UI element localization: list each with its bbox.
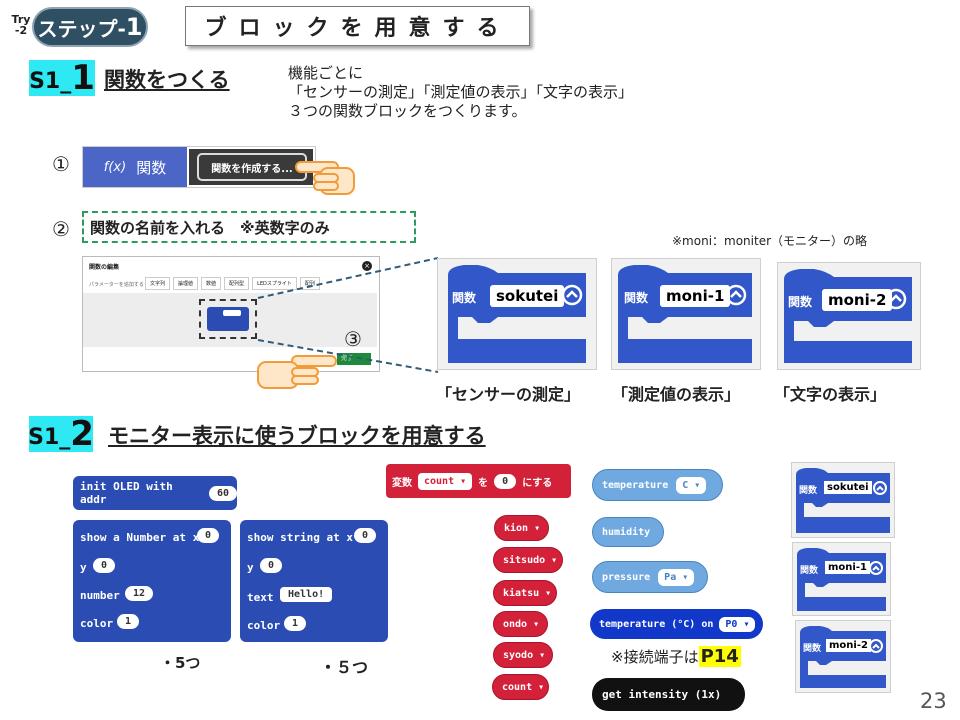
param-buttons: 文字列 論理値 数値 配列型 LEDスプライト 配列: [145, 277, 320, 290]
variable-dropdown[interactable]: count ▾: [418, 472, 473, 490]
section-tag-s1-1: S1_1: [29, 58, 95, 98]
pointing-hand-icon: [257, 355, 337, 389]
color-label: color: [80, 617, 114, 630]
text-input[interactable]: Hello!: [280, 587, 333, 602]
mini-function-moni-1: 関数 moni-1: [792, 542, 891, 616]
function-card-moni-2: 関数 moni-2: [777, 262, 921, 370]
color-input[interactable]: 1: [284, 616, 307, 631]
y-label: y: [80, 561, 87, 574]
function-keyword: 関数: [800, 566, 819, 576]
close-icon[interactable]: ×: [362, 261, 372, 271]
caption-value-display: 「測定値の表示」: [612, 385, 741, 404]
variable-pill[interactable]: kion ▾: [494, 515, 549, 541]
functions-category-label: 関数: [136, 158, 167, 177]
to-label: を: [478, 477, 489, 489]
page-title: ブロックを用意する: [185, 6, 530, 46]
page-number: 23: [920, 689, 947, 713]
x-input[interactable]: 0: [197, 528, 220, 543]
init-oled-block[interactable]: init OLED with addr 60: [73, 476, 237, 510]
pointing-hand-icon: [295, 161, 355, 195]
preview-highlight: [199, 299, 257, 339]
toolbox-panel: f(x) 関数 関数を作成する...: [82, 146, 316, 188]
unit-dropdown[interactable]: Pa ▾: [658, 568, 695, 586]
set-variable-block[interactable]: 変数 count ▾ を 0 にする: [386, 464, 571, 498]
name-instruction: 関数の名前を入れる ※英数字のみ: [82, 211, 416, 243]
variable-pill[interactable]: syodo ▾: [493, 642, 553, 668]
function-name-field[interactable]: moni-2: [826, 639, 871, 652]
step-marker-3: ③: [344, 327, 362, 351]
function-icon: f(x): [103, 159, 127, 175]
function-keyword: 関数: [803, 644, 822, 654]
variable-keyword: 変数: [392, 477, 412, 489]
variable-pill[interactable]: kiatsu ▾: [493, 580, 557, 606]
y-label: y: [247, 561, 254, 574]
function-name-field[interactable]: moni-1: [825, 561, 870, 574]
function-keyword: 関数: [788, 295, 813, 309]
count-note: ・5つ: [160, 654, 201, 672]
pressure-block[interactable]: pressure Pa ▾: [592, 561, 708, 593]
y-input[interactable]: 0: [93, 558, 116, 573]
connector-note: ※接続端子は P14: [611, 646, 741, 667]
step-marker-1: ①: [52, 152, 70, 176]
get-intensity-block[interactable]: get intensity (1x): [592, 678, 745, 711]
color-input[interactable]: 1: [117, 614, 140, 629]
block-text: init OLED with addr: [80, 480, 173, 506]
param-button[interactable]: 文字列: [145, 277, 171, 290]
function-name-field[interactable]: moni-1: [660, 285, 731, 307]
function-name-field[interactable]: sokutei: [824, 481, 872, 494]
humidity-block[interactable]: humidity: [592, 517, 664, 547]
section-tag-s1-2: S1_2: [28, 414, 94, 454]
done-button[interactable]: 完了: [337, 353, 371, 365]
function-keyword: 関数: [799, 486, 818, 496]
function-keyword: 関数: [452, 291, 477, 305]
variable-pill[interactable]: sitsudo ▾: [493, 547, 563, 573]
step-badge: ステップ-1: [32, 7, 148, 47]
show-number-block[interactable]: show a Number at x 0 y 0 number 12 color…: [73, 520, 231, 642]
show-string-block[interactable]: show string at x 0 y 0 text Hello! color…: [240, 520, 388, 642]
temperature-pin-block[interactable]: temperature (°C) on P0 ▾: [590, 609, 763, 639]
color-label: color: [247, 619, 281, 632]
section-heading-s1-1: 関数をつくる: [104, 68, 230, 92]
function-name-field[interactable]: sokutei: [490, 285, 565, 307]
mini-function-moni-2: 関数 moni-2: [795, 620, 891, 693]
function-name-field[interactable]: moni-2: [822, 289, 893, 311]
function-keyword: 関数: [624, 291, 649, 305]
section-heading-s1-2: モニター表示に使うブロックを用意する: [108, 424, 486, 448]
count-note: ・５つ: [320, 658, 369, 677]
text-label: text: [247, 591, 274, 604]
function-card-moni-1: 関数 moni-1: [611, 258, 761, 370]
step-marker-2: ②: [52, 217, 70, 241]
number-input[interactable]: 12: [125, 586, 154, 601]
x-input[interactable]: 0: [354, 528, 377, 543]
make-function-button[interactable]: 関数を作成する...: [197, 153, 307, 181]
try-label: Try-2: [11, 13, 31, 37]
y-input[interactable]: 0: [260, 558, 283, 573]
pin-highlight: P14: [698, 646, 741, 667]
functions-category[interactable]: f(x) 関数: [83, 147, 187, 187]
dialog-title: 関数の編集: [89, 264, 120, 271]
value-input[interactable]: 0: [494, 473, 517, 489]
variable-pill[interactable]: ondo ▾: [493, 611, 548, 637]
caption-text-display: 「文字の表示」: [774, 385, 887, 404]
section-description: 機能ごとに 「センサーの測定」「測定値の表示」「文字の表示」 ３つの関数ブロック…: [288, 64, 634, 120]
unit-dropdown[interactable]: C ▾: [676, 476, 707, 494]
block-title: show string at x: [247, 531, 353, 544]
param-button[interactable]: 論理値: [173, 277, 199, 290]
param-button[interactable]: LEDスプライト: [252, 277, 297, 290]
number-label: number: [80, 589, 120, 602]
block-title: show a Number at x: [80, 531, 200, 544]
param-button[interactable]: 配列型: [224, 277, 250, 290]
temperature-block[interactable]: temperature C ▾: [592, 469, 723, 501]
param-button[interactable]: 数値: [201, 277, 222, 290]
mini-function-sokutei: 関数 sokutei: [791, 462, 895, 538]
zoom-connector: [257, 257, 439, 373]
param-label: パラメーターを追加する: [89, 282, 144, 288]
set-label: にする: [522, 477, 553, 489]
pin-dropdown[interactable]: P0 ▾: [719, 616, 756, 632]
addr-input[interactable]: 60: [208, 485, 237, 501]
moni-note: ※moni：moniter（モニター）の略: [672, 234, 868, 248]
variable-pill[interactable]: count ▾: [492, 674, 549, 700]
function-card-sokutei: 関数 sokutei: [437, 258, 597, 370]
caption-sensor-measure: 「センサーの測定」: [436, 385, 581, 404]
